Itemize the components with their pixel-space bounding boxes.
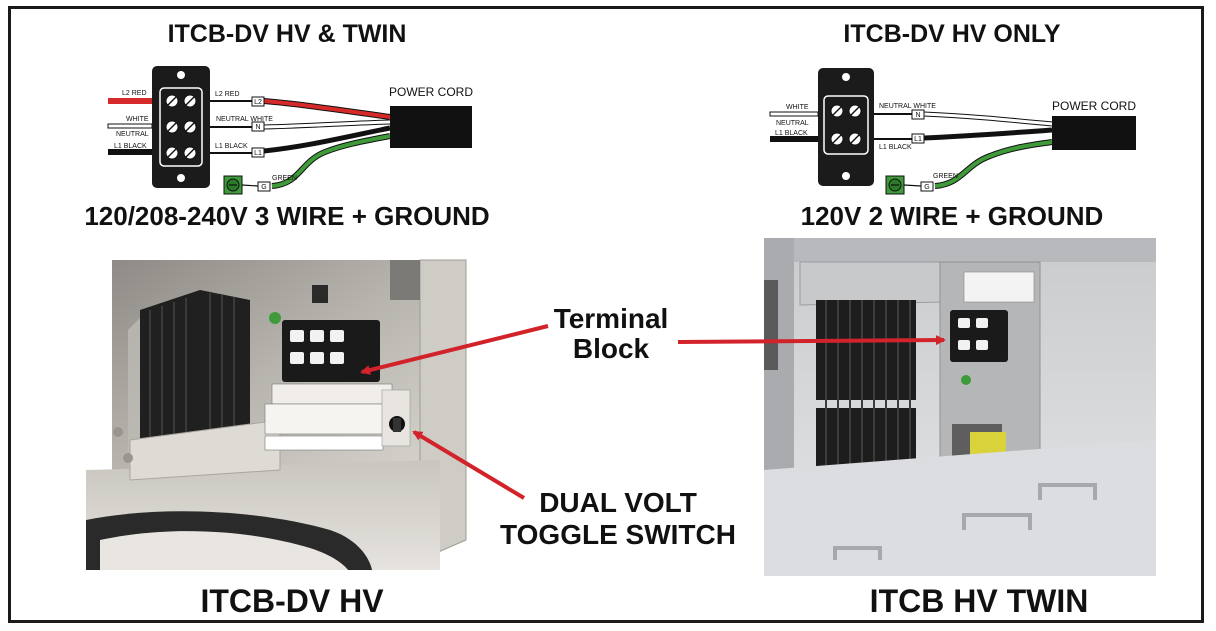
toggle-switch-photo <box>381 389 411 447</box>
neutral-in-label-right: NEUTRAL <box>776 120 809 127</box>
l1-black-in-label: L1 BLACK <box>114 143 147 150</box>
neutral-in-label: NEUTRAL <box>116 131 149 138</box>
white-wire-in-right <box>769 111 819 117</box>
power-cord-label-left: POWER CORD <box>389 85 473 99</box>
white-in-label-right: WHITE <box>786 104 809 111</box>
l1-black-wire-in-right <box>770 136 818 142</box>
tag-l1 <box>251 147 265 158</box>
wire-handles-right <box>833 483 1097 560</box>
l2-red-wire-in <box>108 98 152 104</box>
l2-red-wire-out <box>263 99 391 119</box>
right-photo-caption: ITCB HV TWIN <box>870 583 1089 619</box>
left-product-photo <box>86 258 467 570</box>
terminal-block-diagram-left <box>152 66 210 188</box>
right-voltage-caption: 120V 2 WIRE + GROUND <box>801 201 1104 231</box>
left-wiring-diagram: ITCB-DV HV & TWIN L2 RED WHITE NEUTRAL L… <box>84 20 489 231</box>
svg-text:L1: L1 <box>914 136 922 143</box>
left-voltage-caption: 120/208-240V 3 WIRE + GROUND <box>84 201 489 231</box>
terminal-block-photo-right <box>950 271 1035 385</box>
l1-black-in-label-right: L1 BLACK <box>775 130 808 137</box>
l1-black-out-label-right: L1 BLACK <box>879 144 912 151</box>
tag-n <box>251 121 265 132</box>
power-cord-label-right: POWER CORD <box>1052 99 1136 113</box>
right-wiring-diagram: ITCB-DV HV ONLY WHITE NEUTRAL L1 BLACK <box>769 20 1136 231</box>
neutral-white-wire-out <box>263 120 391 129</box>
l2-red-out-label: L2 RED <box>215 91 240 98</box>
tag-l2 <box>251 96 265 107</box>
callout-terminal-line1: Terminal <box>554 303 669 334</box>
power-cord-plug-right <box>1052 116 1136 150</box>
right-diagram-title: ITCB-DV HV ONLY <box>843 20 1060 48</box>
left-photo-caption: ITCB-DV HV <box>200 583 384 619</box>
svg-text:N: N <box>255 124 260 131</box>
right-product-photo <box>764 238 1156 576</box>
callout-terminal-line2: Block <box>573 333 650 364</box>
svg-text:N: N <box>915 112 920 119</box>
left-diagram-title: ITCB-DV HV & TWIN <box>168 20 407 48</box>
terminal-block-photo-left <box>269 312 380 382</box>
power-cord-plug-left <box>390 106 472 148</box>
callout-toggle-line1: DUAL VOLT <box>539 487 697 518</box>
l2-red-in-label: L2 RED <box>122 90 147 97</box>
diagram-frame <box>8 6 1204 623</box>
green-label-right: GREEN <box>933 173 958 180</box>
l1-black-wire-out-right <box>923 127 1053 141</box>
tag-n-right <box>911 109 925 120</box>
ground-screw-icon-right <box>885 175 922 195</box>
tag-g-right <box>920 181 934 192</box>
tag-g <box>257 181 271 192</box>
neutral-white-out-label: NEUTRAL WHITE <box>216 116 273 123</box>
white-in-label: WHITE <box>126 116 149 123</box>
arrow-to-terminal-right <box>677 335 946 346</box>
callout-toggle-switch: DUAL VOLT TOGGLE SWITCH <box>412 430 736 550</box>
ground-screw-icon <box>223 175 259 195</box>
terminal-block-diagram-right <box>818 68 874 186</box>
callout-toggle-line2: TOGGLE SWITCH <box>500 519 736 550</box>
tag-l1-right <box>911 133 925 144</box>
green-ground-wire <box>271 134 391 188</box>
neutral-white-out-label-right: NEUTRAL WHITE <box>879 103 936 110</box>
neutral-white-wire-out-right <box>923 112 1053 126</box>
green-ground-wire-right <box>934 140 1053 188</box>
arrow-to-toggle-switch <box>412 430 526 500</box>
heat-sink-left <box>128 290 250 470</box>
l1-black-out-label: L1 BLACK <box>215 143 248 150</box>
svg-text:G: G <box>924 184 929 191</box>
white-wire-in <box>107 123 153 129</box>
svg-text:L1: L1 <box>254 150 262 157</box>
l1-black-wire-out <box>263 125 391 154</box>
callout-terminal-block: Terminal Block <box>360 303 946 375</box>
l1-black-wire-in <box>108 149 152 155</box>
svg-text:G: G <box>261 184 266 191</box>
arrow-to-terminal-left <box>360 324 549 375</box>
svg-text:L2: L2 <box>254 99 262 106</box>
green-label: GREEN <box>272 175 297 182</box>
